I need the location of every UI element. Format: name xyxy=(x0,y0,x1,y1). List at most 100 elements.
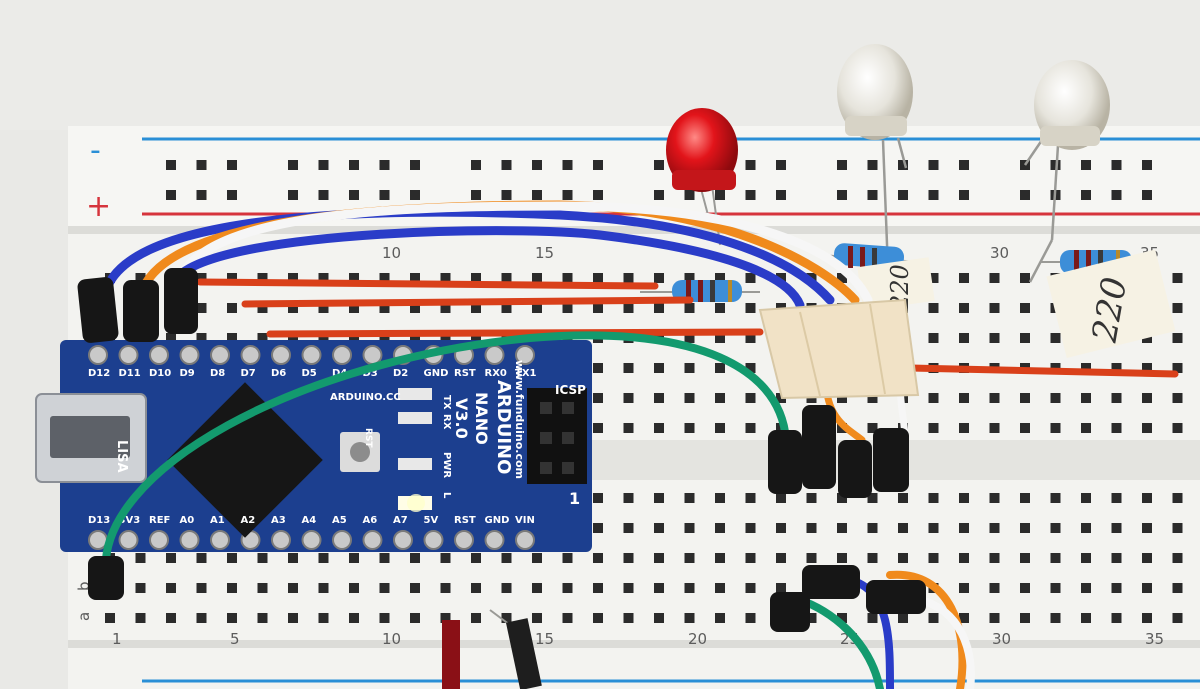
top-pin-label: D12 xyxy=(88,368,110,379)
breadboard-hole xyxy=(1172,493,1183,503)
breadboard-hole xyxy=(166,190,176,200)
breadboard-hole xyxy=(898,160,908,170)
bottom-pin-label: A7 xyxy=(393,515,408,526)
header-pin xyxy=(118,345,139,365)
breadboard-hole xyxy=(623,273,634,283)
breadboard-hole xyxy=(1142,613,1152,623)
header-pin xyxy=(118,530,139,550)
breadboard-hole xyxy=(623,363,634,373)
bottom-pin-label: A5 xyxy=(332,515,347,526)
breadboard-hole xyxy=(654,190,664,200)
breadboard-hole xyxy=(440,303,451,313)
breadboard-hole xyxy=(1172,423,1183,433)
breadboard-hole xyxy=(440,273,451,283)
header-pin xyxy=(362,530,383,550)
breadboard-hole xyxy=(959,583,969,593)
breadboard-hole xyxy=(1172,333,1183,343)
top-pin-label: D2 xyxy=(393,368,408,379)
header-pin xyxy=(332,345,352,365)
board-model-label: NANO xyxy=(472,392,491,445)
white-wire xyxy=(175,201,873,305)
breadboard-hole xyxy=(684,523,695,533)
breadboard-hole xyxy=(1050,583,1061,593)
breadboard-hole xyxy=(166,583,176,593)
breadboard-hole xyxy=(1142,553,1152,563)
top-pin-label: D11 xyxy=(119,368,141,379)
breadboard-hole xyxy=(806,613,817,623)
breadboard-hole xyxy=(227,583,237,593)
breadboard-hole xyxy=(1111,523,1122,533)
green-wire xyxy=(101,331,790,579)
website-label: www.funduino.com xyxy=(513,360,526,479)
header-pin xyxy=(88,345,108,365)
bottom-pin-label: GND xyxy=(485,515,510,526)
breadboard-hole xyxy=(654,423,664,433)
top-pin-label: D9 xyxy=(180,368,195,379)
header-pin xyxy=(454,530,474,550)
breadboard-hole xyxy=(379,273,390,283)
breadboard-hole xyxy=(288,160,298,170)
breadboard-hole xyxy=(501,303,512,313)
breadboard-hole xyxy=(989,423,1000,433)
breadboard-hole xyxy=(654,493,664,503)
breadboard-hole xyxy=(501,273,512,283)
breadboard-hole xyxy=(227,190,237,200)
header-pin xyxy=(240,345,261,365)
breadboard-hole xyxy=(471,553,481,563)
breadboard-hole xyxy=(593,273,603,283)
bottom-pin-label: 3V3 xyxy=(119,515,141,526)
breadboard-hole xyxy=(501,160,512,170)
breadboard-hole xyxy=(1050,393,1061,403)
rail-plus-label: + xyxy=(86,189,111,224)
breadboard-hole xyxy=(776,553,786,563)
breadboard-hole xyxy=(593,553,603,563)
breadboard-hole xyxy=(1142,493,1152,503)
breadboard-hole xyxy=(349,613,359,623)
breadboard-hole xyxy=(1081,613,1091,623)
breadboard-hole xyxy=(105,613,115,623)
breadboard-hole xyxy=(959,393,969,403)
bottom-pin-label: A6 xyxy=(363,515,378,526)
breadboard-hole xyxy=(532,160,542,170)
breadboard-hole xyxy=(837,190,847,200)
breadboard-hole xyxy=(1020,393,1030,403)
arduino-cc-label: ARDUINO.CC xyxy=(330,392,401,403)
breadboard-hole xyxy=(715,303,725,313)
top-pin-label: GND xyxy=(424,368,449,379)
breadboard-hole xyxy=(1142,393,1152,403)
breadboard-hole xyxy=(196,333,207,343)
breadboard-hole xyxy=(959,273,969,283)
breadboard-hole xyxy=(959,493,969,503)
breadboard-hole xyxy=(1020,613,1030,623)
breadboard-hole xyxy=(257,273,268,283)
breadboard-hole xyxy=(379,583,390,593)
rx-label: RX xyxy=(441,414,452,430)
breadboard-hole xyxy=(318,583,329,593)
breadboard-hole xyxy=(1111,393,1122,403)
breadboard-hole xyxy=(989,553,1000,563)
breadboard-hole xyxy=(715,190,725,200)
breadboard-hole xyxy=(837,273,847,283)
breadboard-hole xyxy=(867,190,878,200)
breadboard-hole xyxy=(1142,423,1152,433)
header-pin xyxy=(332,530,352,550)
breadboard-hole xyxy=(288,190,298,200)
breadboard-hole xyxy=(1142,190,1152,200)
breadboard-hole xyxy=(288,273,298,283)
breadboard-hole xyxy=(593,423,603,433)
breadboard-hole xyxy=(471,160,481,170)
header-pin xyxy=(149,530,169,550)
breadboard-hole xyxy=(562,303,573,313)
breadboard-hole xyxy=(532,583,542,593)
breadboard-hole xyxy=(227,613,237,623)
breadboard-hole xyxy=(196,190,207,200)
breadboard-hole xyxy=(1050,553,1061,563)
top-pin-label: D8 xyxy=(210,368,225,379)
pwr-label: PWR xyxy=(441,452,452,478)
breadboard-hole xyxy=(745,553,756,563)
breadboard-hole xyxy=(532,553,542,563)
breadboard-hole xyxy=(654,583,664,593)
breadboard-hole xyxy=(379,303,390,313)
breadboard-hole xyxy=(593,493,603,503)
